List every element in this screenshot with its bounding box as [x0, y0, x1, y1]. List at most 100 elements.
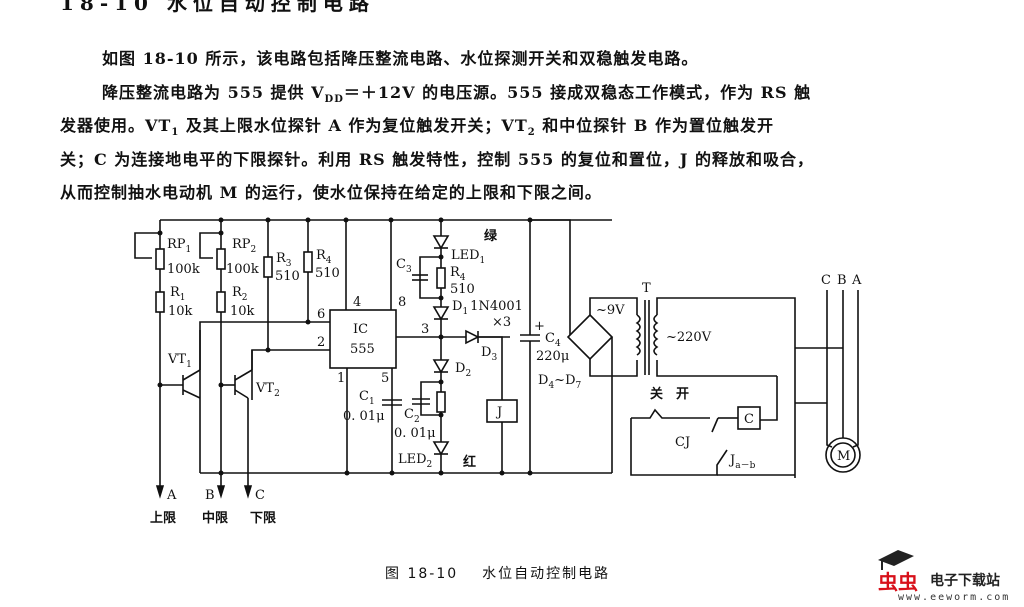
rp1-label-sub: 1 — [186, 245, 192, 255]
bridge-label-sub-a: 4 — [548, 381, 554, 391]
primary-voltage: ~220V — [666, 330, 712, 345]
vt2-label-sub: 2 — [274, 389, 280, 399]
bridge-label-sub-b: 7 — [576, 381, 582, 391]
d1-quantity: ×3 — [492, 315, 511, 330]
d1-label-main: D — [452, 299, 462, 314]
vt1-label-main: VT — [167, 352, 186, 367]
d2-label-main: D — [455, 361, 465, 376]
probe-c-cn: 下限 — [250, 511, 277, 526]
paragraph-3-text-a: 发器使用。VT — [60, 116, 172, 135]
r3-top-resistor — [263, 256, 273, 278]
paragraph-3-sub-2: 2 — [527, 127, 536, 139]
r4-label-main: R — [450, 265, 461, 280]
probe-arrows — [155, 485, 253, 499]
relay-contact-label: Ja－b — [728, 453, 756, 471]
pin-8: 8 — [398, 295, 406, 310]
r2-resistor — [216, 291, 226, 313]
switch-contact — [711, 417, 719, 433]
vt1-label-sub: 1 — [186, 360, 192, 370]
relay-j-label: J — [495, 405, 502, 420]
led2-label-sub: 2 — [427, 460, 433, 470]
transformer-primary — [653, 314, 659, 356]
pin-4: 4 — [353, 295, 361, 310]
r3-resistor — [436, 391, 446, 413]
r4-label-sub: 4 — [460, 273, 466, 283]
paragraph-2-text-a: 降压整流电路为 555 提供 V — [102, 83, 325, 102]
watermark-site-name: 电子下载站 — [930, 573, 1000, 589]
rp2-label-sub: 2 — [251, 245, 257, 255]
led1-color: 绿 — [484, 228, 498, 244]
c4-label-main: C — [545, 331, 555, 346]
bridge-rectifier — [566, 313, 614, 361]
relay-contact-sub: a－b — [735, 461, 755, 471]
r4-top-label: R4 — [316, 248, 332, 266]
secondary-voltage: ~9V — [596, 303, 625, 318]
ic-label: IC — [353, 322, 368, 337]
watermark-logo: 虫虫 电子下载站 www.eeworm.com — [868, 548, 1024, 607]
d3-diode — [465, 329, 480, 345]
probe-b-label: B — [205, 488, 215, 503]
paragraph-3-sub-1: 1 — [171, 127, 180, 139]
rp1-value: 100k — [167, 262, 200, 277]
led1-label-sub: 1 — [480, 256, 486, 266]
r4-top-value: 510 — [315, 266, 340, 281]
contactor-label: C — [744, 412, 754, 427]
r3-top-label-main: R — [276, 251, 287, 266]
transformer-label: T — [642, 281, 651, 296]
d1-label-sub: 1 — [462, 307, 468, 317]
d3-label-sub: 3 — [491, 353, 497, 363]
led2-color: 红 — [463, 454, 476, 470]
r1-value: 10k — [168, 304, 193, 319]
c1-value: 0. 01μ — [343, 409, 385, 424]
motor-inner — [830, 442, 856, 468]
relay-contact-main: J — [728, 453, 735, 468]
r2-label: R2 — [232, 285, 248, 303]
r4-label: R4 — [450, 265, 466, 283]
probe-a-cn: 上限 — [150, 511, 177, 526]
rp2-resistor — [216, 248, 226, 270]
vt2-label: VT2 — [255, 381, 280, 399]
led2-label: LED2 — [398, 452, 432, 470]
led2-label-main: LED — [398, 452, 427, 467]
bridge-label: D4~D7 — [538, 373, 582, 391]
graduation-cap-icon — [878, 550, 914, 570]
paragraph-4: 关；C 为连接地电平的下限探针。利用 RS 触发特性，控制 555 的复位和置位… — [60, 150, 814, 169]
r2-label-main: R — [232, 285, 243, 300]
d3-label: D3 — [481, 345, 497, 363]
c2-label-sub: 2 — [414, 415, 420, 425]
c4-plus: + — [534, 319, 545, 334]
rp2-label-main: RP — [232, 237, 251, 252]
contactor-switch-label: CJ — [675, 435, 690, 450]
c1-label-main: C — [359, 389, 369, 404]
paragraph-2: 降压整流电路为 555 提供 VDD＝＋12V 的电压源。555 接成双稳态工作… — [102, 79, 811, 105]
phase-c-label: C — [821, 273, 831, 288]
d2-label: D2 — [455, 361, 471, 379]
led2-diode — [432, 441, 450, 456]
d2-label-sub: 2 — [465, 369, 471, 379]
vt2-label-main: VT — [255, 381, 274, 396]
c2-value: 0. 01μ — [394, 426, 436, 441]
r4-top-label-sub: 4 — [326, 256, 332, 266]
switch-off-label: 关 — [650, 386, 663, 402]
led1-label-main: LED — [451, 248, 480, 263]
watermark-chars: 虫虫 — [878, 570, 918, 594]
bridge-label-mid: ~D — [554, 373, 575, 388]
paragraph-3: 发器使用。VT1 及其上限水位探针 A 作为复位触发开关；VT2 和中位探针 B… — [60, 112, 774, 138]
probe-a-label: A — [166, 488, 177, 503]
pin-1: 1 — [337, 371, 345, 386]
rp1-label: RP1 — [167, 237, 191, 255]
r1-label-main: R — [170, 285, 181, 300]
r1-resistor — [155, 291, 165, 313]
r1-label-sub: 1 — [180, 293, 186, 303]
r4-resistor — [436, 267, 446, 289]
vt1-label: VT1 — [167, 352, 192, 370]
phase-b-label: B — [837, 273, 847, 288]
pin-3: 3 — [421, 322, 429, 337]
probe-b-cn: 中限 — [202, 510, 229, 526]
rp2-label: RP2 — [232, 237, 256, 255]
c3-label-sub: 3 — [406, 265, 412, 275]
r3-top-value: 510 — [275, 269, 300, 284]
switch-on-label: 开 — [676, 387, 689, 402]
